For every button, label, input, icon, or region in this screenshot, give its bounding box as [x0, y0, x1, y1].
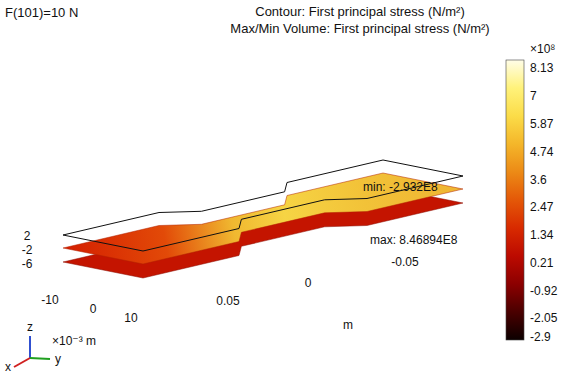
axis-tick: 0 — [305, 276, 312, 290]
colorbar-tick: 3.6 — [530, 173, 547, 187]
max-annotation: max: 8.46894E8 — [370, 233, 457, 247]
colorbar-tick: -0.92 — [530, 284, 557, 298]
axis-tick: 0 — [90, 302, 97, 316]
triad-label: y — [55, 352, 61, 366]
undeformed-outline — [63, 160, 463, 251]
triad-label: z — [27, 320, 33, 334]
axis-unit: ×10⁻³ m — [52, 334, 96, 348]
load-label: F(101)=10 N — [5, 5, 78, 20]
color-bar — [506, 60, 524, 340]
axis-tick: -2 — [22, 243, 33, 257]
colorbar-tick: 2.47 — [530, 200, 553, 214]
min-annotation: min: -2.932E8 — [363, 180, 438, 194]
colorbar-tick: 7 — [530, 89, 537, 103]
plot-subtitle: Max/Min Volume: First principal stress (… — [230, 21, 489, 36]
axis-tick: 2 — [24, 229, 31, 243]
colorbar-tick: -2.9 — [530, 330, 551, 344]
z-axis-arrow — [29, 336, 31, 358]
colorbar-tick: 4.74 — [530, 145, 553, 159]
plot-title: Contour: First principal stress (N/m²) — [255, 4, 464, 19]
axis-tick: -0.05 — [391, 255, 418, 269]
specimen-top — [63, 173, 463, 264]
colorbar-tick: 5.87 — [530, 117, 553, 131]
axis-unit: m — [343, 318, 353, 332]
axis-tick: -10 — [41, 293, 58, 307]
colorbar-tick: -2.05 — [530, 311, 557, 325]
y-axis-arrow — [30, 358, 50, 359]
x-axis-arrow — [14, 358, 30, 367]
axis-tick: 10 — [124, 311, 137, 325]
colorbar-tick: 0.21 — [530, 256, 553, 270]
triad-label: x — [5, 360, 11, 374]
colorbar-tick: 1.34 — [530, 228, 553, 242]
axis-tick: 0.05 — [216, 294, 239, 308]
colorbar-tick: 8.13 — [530, 61, 553, 75]
axis-tick: -6 — [22, 257, 33, 271]
scale-factor: ×10⁸ — [530, 42, 555, 56]
